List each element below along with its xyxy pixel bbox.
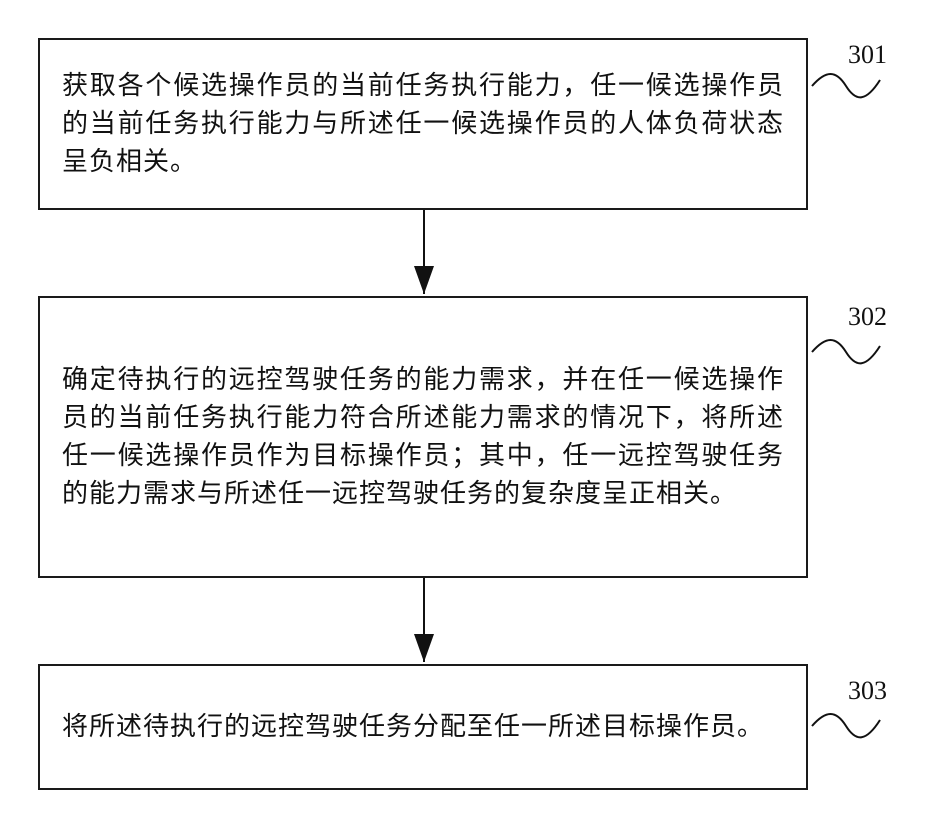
- leader-302: [812, 340, 880, 363]
- arrow-301-302-head: [414, 266, 434, 294]
- leader-303: [812, 714, 880, 737]
- leader-301: [812, 74, 880, 97]
- arrow-302-303-head: [414, 634, 434, 662]
